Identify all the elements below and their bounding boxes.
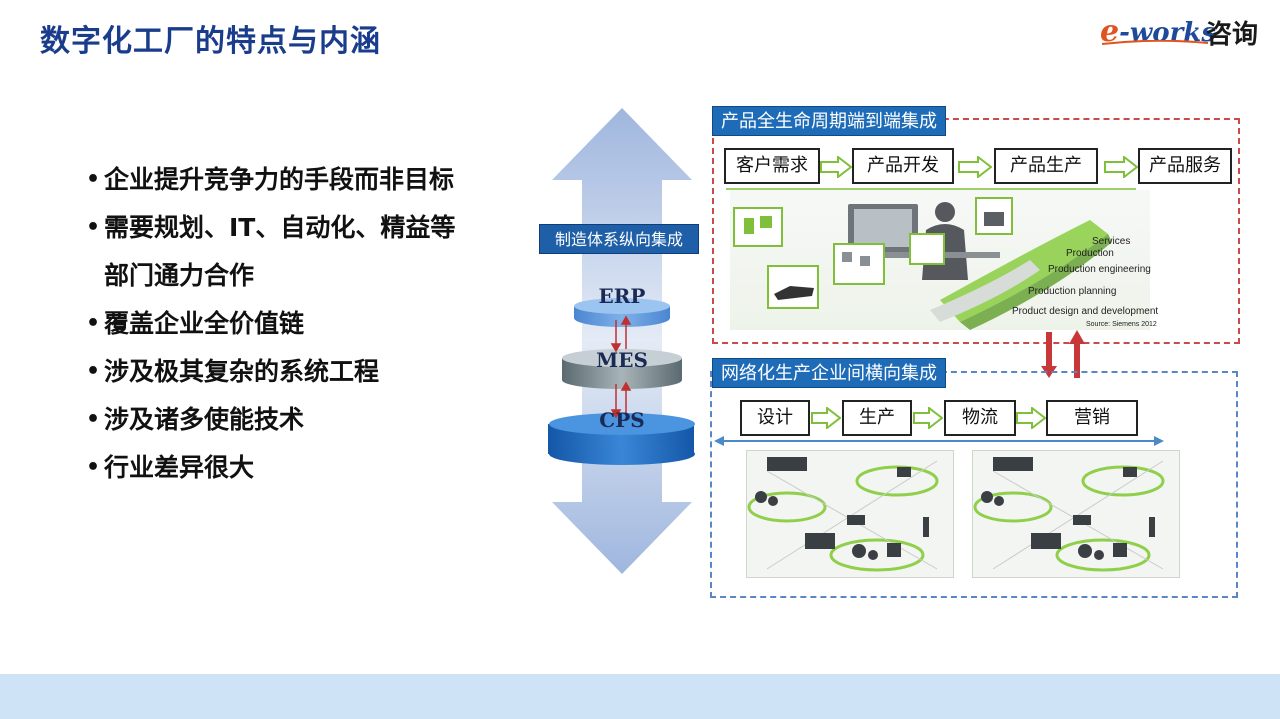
arrow-right-icon xyxy=(958,156,992,178)
factory-network-illustration xyxy=(746,450,954,578)
arrow-right-icon xyxy=(913,407,943,429)
bullet-list: 企业提升竞争力的手段而非目标 需要规划、IT、自动化、精益等 部门通力合作 覆盖… xyxy=(86,156,526,492)
factory-network-illustration xyxy=(972,450,1180,578)
layer-link-arrows xyxy=(610,315,632,419)
horizontal-integration-label: 网络化生产企业间横向集成 xyxy=(712,358,946,388)
layer-erp: ERP xyxy=(598,284,646,308)
logo-suffix: 咨询 xyxy=(1206,20,1259,50)
step-production: 生产 xyxy=(842,400,912,436)
bullet-item: 涉及诸多使能技术 xyxy=(86,396,526,444)
arrow-right-icon xyxy=(811,407,841,429)
vertical-integration-graphic xyxy=(548,108,695,574)
end-to-end-label: 产品全生命周期端到端集成 xyxy=(712,106,946,136)
eworks-logo: e-works 咨询 xyxy=(1100,10,1270,50)
bullet-item: 行业差异很大 xyxy=(86,444,526,492)
end-to-end-panel xyxy=(712,118,1240,344)
step-design: 设计 xyxy=(740,400,810,436)
horizontal-integration-panel xyxy=(710,371,1238,598)
lifecycle-graphic xyxy=(733,197,1112,330)
vertical-integration-label: 制造体系纵向集成 xyxy=(539,224,699,254)
lifecycle-text: Product design and development xyxy=(1012,306,1159,317)
layer-cps: CPS xyxy=(599,408,645,432)
step-marketing: 营销 xyxy=(1046,400,1138,436)
lifecycle-text: Services xyxy=(1092,236,1131,247)
lifecycle-illustration: Services Production Production engineeri… xyxy=(730,190,1158,330)
logo-swoosh-icon xyxy=(1101,40,1209,45)
horizontal-double-arrow xyxy=(714,436,1164,446)
lifecycle-source: Source: Siemens 2012 xyxy=(1086,321,1157,328)
bullet-item: 覆盖企业全价值链 xyxy=(86,300,526,348)
step-product-service: 产品服务 xyxy=(1138,148,1232,184)
bullet-item-continued: 部门通力合作 xyxy=(104,261,255,290)
arrow-right-icon xyxy=(1016,407,1046,429)
step-product-development: 产品开发 xyxy=(852,148,954,184)
step-product-production: 产品生产 xyxy=(994,148,1098,184)
step-customer-needs: 客户需求 xyxy=(724,148,820,184)
double-arrow-shape xyxy=(552,108,692,574)
slide-title: 数字化工厂的特点与内涵 xyxy=(40,24,381,59)
factory-network-graphic xyxy=(747,457,939,572)
lifecycle-text: Production engineering xyxy=(1048,264,1151,275)
bullet-item: 企业提升竞争力的手段而非目标 xyxy=(86,156,526,204)
factory-network-graphic xyxy=(973,457,1165,572)
lifecycle-text: Production planning xyxy=(1028,286,1117,297)
lifecycle-text: Production xyxy=(1066,248,1114,259)
footer-band xyxy=(0,674,1280,719)
arrow-right-icon xyxy=(820,156,852,178)
bullet-item: 需要规划、IT、自动化、精益等 xyxy=(86,204,526,252)
bullet-item: 涉及极其复杂的系统工程 xyxy=(86,348,526,396)
arrow-right-icon xyxy=(1104,156,1138,178)
green-divider xyxy=(726,188,1136,190)
step-logistics: 物流 xyxy=(944,400,1016,436)
layer-mes: MES xyxy=(596,348,648,372)
